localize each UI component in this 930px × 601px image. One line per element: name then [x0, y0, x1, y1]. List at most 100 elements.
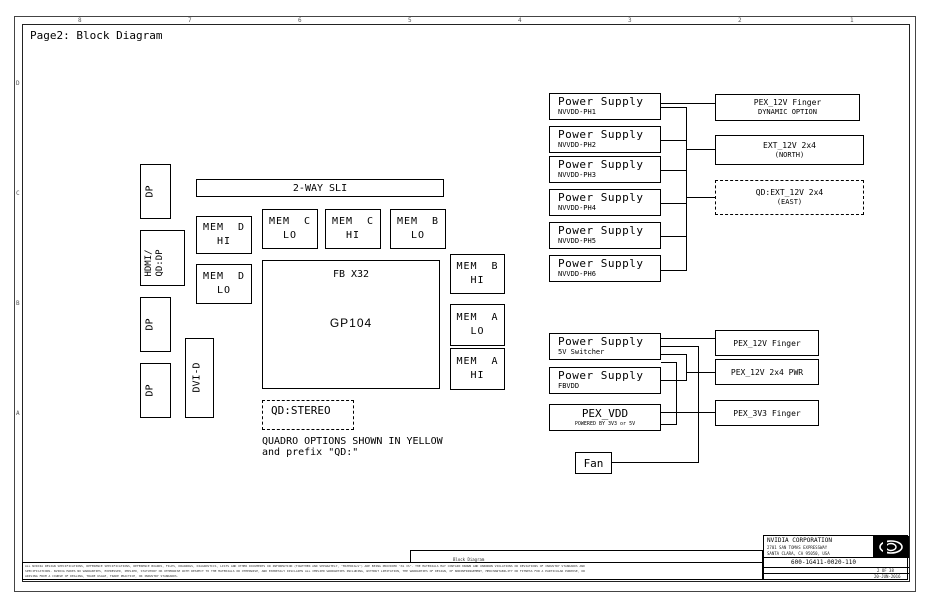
nvidia-logo: [873, 536, 909, 558]
power-supply-title: Power Supply: [558, 95, 644, 108]
mem-label: LO: [282, 230, 298, 241]
page-detail: Block Diagram: [453, 557, 485, 562]
power-supply-rail: NVVDD-PH2: [558, 141, 596, 149]
wire: [686, 149, 715, 150]
sheet-number: 2 OF 38: [877, 568, 894, 573]
pex-12v-2x4-pwr: PEX_12V 2x4 PWR: [715, 359, 819, 385]
power-supply-rail: NVVDD-PH5: [558, 237, 596, 245]
mem-b-lo: MEM B LO: [390, 209, 446, 249]
input-label: QD:EXT_12V 2x4: [755, 188, 824, 197]
pex-12v-finger: PEX_12V Finger: [715, 330, 819, 356]
assembly-box: Block Diagram: [410, 550, 763, 563]
power-supply-rail: NVVDD-PH6: [558, 270, 596, 278]
zone-marker-left: D: [16, 80, 20, 87]
drawing-frame-outer: [14, 16, 916, 592]
power-supply-title: Power Supply: [558, 335, 644, 348]
gpu-name: GP104: [329, 316, 373, 330]
power-supply-title: Power Supply: [558, 257, 644, 270]
pex-12v-finger-dynamic: PEX_12V Finger DYNAMIC OPTION: [715, 94, 860, 121]
wire: [686, 354, 687, 381]
mem-label: LO: [410, 230, 426, 241]
mem-label: HI: [470, 275, 485, 286]
power-supply-rail: NVVDD-PH3: [558, 171, 596, 179]
title-block: NVIDIA CORPORATION 2701 SAN TOMAS EXPRES…: [763, 535, 909, 580]
quadro-note-line: QUADRO OPTIONS SHOWN IN YELLOW: [262, 436, 443, 447]
wire: [661, 338, 715, 339]
power-supply-rail: NVVDD-PH1: [558, 108, 596, 116]
power-supply-5v-switcher: Power Supply 5V Switcher: [549, 333, 661, 360]
sli-connector: 2-WAY SLI: [196, 179, 444, 197]
disclaimer-text: ALL NVIDIA DESIGN SPECIFICATIONS, REFERE…: [25, 564, 585, 578]
pex-vdd-supply: PEX_VDD POWERED BY 3V3 or 5V: [549, 404, 661, 431]
wire: [698, 346, 699, 462]
quadro-note: QUADRO OPTIONS SHOWN IN YELLOW and prefi…: [262, 436, 443, 458]
zone-marker-top: 7: [188, 17, 192, 24]
wire: [661, 107, 687, 108]
wire: [661, 354, 687, 355]
mem-label: HI: [470, 370, 485, 381]
zone-marker-top: 1: [850, 17, 854, 24]
mem-c-lo: MEM C LO: [262, 209, 318, 249]
power-supply-rail: FBVDD: [558, 382, 580, 390]
power-supply-title: Power Supply: [558, 128, 644, 141]
dvi-d-connector: DVI-D: [185, 338, 214, 418]
input-sublabel: (NORTH): [774, 150, 805, 159]
zone-marker-top: 8: [78, 17, 82, 24]
power-supply-nvvdd-ph2: Power Supply NVVDD-PH2: [549, 126, 661, 153]
drawing-frame-inner: [22, 24, 910, 582]
divider: [764, 567, 909, 568]
zone-marker-left: B: [16, 300, 20, 307]
fan: Fan: [575, 452, 612, 474]
zone-marker-top: 3: [628, 17, 632, 24]
input-sublabel: DYNAMIC OPTION: [757, 108, 817, 116]
input-sublabel: (EAST): [776, 198, 803, 206]
power-supply-nvvdd-ph1: Power Supply NVVDD-PH1: [549, 93, 661, 120]
power-supply-nvvdd-ph5: Power Supply NVVDD-PH5: [549, 222, 661, 249]
part-number: 600-1G411-0020-110: [791, 559, 857, 566]
mem-c-hi: MEM C HI: [325, 209, 381, 249]
power-supply-nvvdd-ph3: Power Supply NVVDD-PH3: [549, 156, 661, 183]
input-label: PEX_12V Finger: [753, 98, 822, 107]
gpu-fb-label: FB X32: [332, 269, 370, 280]
wire: [661, 380, 687, 381]
quadro-note-line: and prefix "QD:": [262, 447, 359, 458]
zone-marker-top: 2: [738, 17, 742, 24]
wire: [686, 372, 715, 373]
gpu-block: FB X32 GP104: [262, 260, 440, 389]
pex-3v3-finger: PEX_3V3 Finger: [715, 400, 819, 426]
hdmi-qd-dp-connector: HDMI/ QD:DP: [140, 230, 185, 286]
mem-a-hi: MEM A HI: [450, 348, 505, 390]
mem-label: MEM B: [456, 261, 499, 272]
company-city: SANTA CLARA, CA 95050, USA: [767, 551, 830, 556]
power-supply-nvvdd-ph6: Power Supply NVVDD-PH6: [549, 255, 661, 282]
wire: [686, 197, 715, 198]
wire: [661, 424, 677, 425]
power-supply-title: Power Supply: [558, 224, 644, 237]
mem-label: HI: [216, 236, 232, 247]
disclaimer-box: ALL NVIDIA DESIGN SPECIFICATIONS, REFERE…: [22, 562, 763, 580]
mem-label: HI: [345, 230, 361, 241]
wire: [676, 362, 677, 425]
wire: [661, 362, 677, 363]
power-supply-rail: NVVDD-PH4: [558, 204, 596, 212]
power-supply-fbvdd: Power Supply FBVDD: [549, 367, 661, 394]
company-name: NVIDIA CORPORATION: [767, 537, 833, 544]
power-supply-title: Power Supply: [558, 369, 644, 382]
wire: [661, 140, 687, 141]
mem-label: MEM C: [268, 216, 312, 227]
mem-label: MEM B: [396, 216, 440, 227]
wire: [661, 103, 715, 104]
dp-connector-top: DP: [140, 164, 171, 219]
power-supply-rail: 5V Switcher: [558, 348, 605, 356]
mem-d-hi: MEM D HI: [196, 216, 252, 254]
power-supply-rail: POWERED BY 3V3 or 5V: [574, 420, 636, 427]
qd-ext-12v-2x4-east: QD:EXT_12V 2x4 (EAST): [715, 180, 864, 215]
mem-label: LO: [216, 285, 232, 296]
wire: [661, 203, 687, 204]
wire: [612, 462, 699, 463]
input-label: EXT_12V 2x4: [763, 140, 816, 150]
power-supply-nvvdd-ph4: Power Supply NVVDD-PH4: [549, 189, 661, 216]
dp-connector-mid: DP: [140, 297, 171, 352]
divider: [764, 557, 873, 558]
nvidia-eye-icon: [879, 540, 903, 554]
